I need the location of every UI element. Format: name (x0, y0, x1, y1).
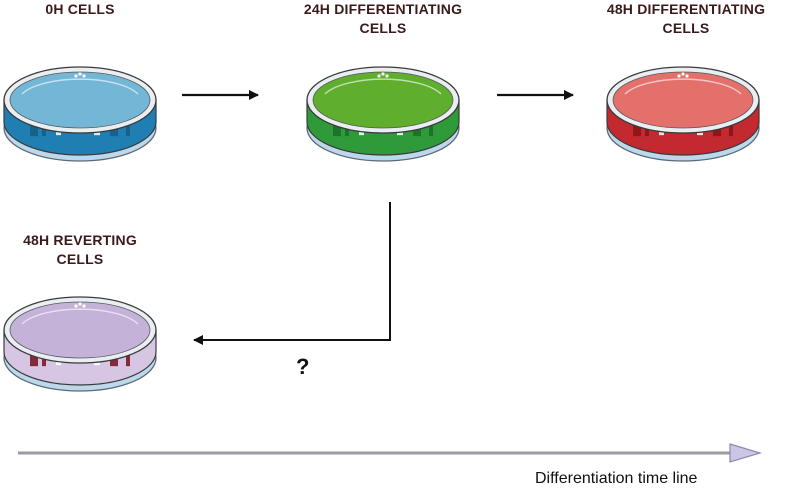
dish-stripe (429, 118, 433, 137)
dish-stripe (126, 118, 130, 137)
label-0h-cells: 0H CELLS (45, 1, 115, 17)
dish-bubble (74, 74, 78, 78)
dish-bubble (82, 74, 86, 78)
dish-medium (312, 71, 454, 129)
dish-bubble (74, 304, 78, 308)
dish-bubble (82, 304, 86, 308)
dish-gloss (21, 78, 139, 95)
dish-bubble (78, 302, 82, 306)
dish-stripe (30, 118, 38, 137)
arrow-24h-to-reverting (193, 202, 391, 345)
dish-stripe (30, 348, 38, 367)
dish-medium (612, 71, 754, 129)
dish-stripe (729, 118, 733, 137)
dish-gloss (21, 308, 139, 325)
label-24h-differentiating: 24H DIFFERENTIATING CELLS (303, 1, 463, 36)
petri-dish-48h-reverting (3, 296, 157, 392)
timeline-label: Differentiation time line (535, 470, 698, 487)
label-48h-differentiating: 48H DIFFERENTIATING CELLS (606, 1, 766, 36)
dish-gloss (324, 78, 442, 95)
dish-bubble (381, 72, 385, 76)
dish-bubble (677, 74, 681, 78)
dish-stripe (333, 118, 341, 137)
dish-bubble (377, 74, 381, 78)
petri-dish-48h-differentiating (606, 66, 760, 162)
label-48h-reverting: 48H REVERTING CELLS (23, 232, 137, 267)
dish-stripe (633, 118, 641, 137)
dish-bubble (78, 72, 82, 76)
dish-bubble (385, 74, 389, 78)
dish-stripe (126, 348, 130, 367)
dish-bubble (681, 72, 685, 76)
petri-dish-24h (306, 66, 460, 162)
question-mark: ? (296, 354, 310, 379)
dish-medium (9, 301, 151, 359)
timeline-arrow (18, 443, 763, 463)
petri-dish-0h (3, 66, 157, 162)
dish-bubble (685, 74, 689, 78)
dish-medium (9, 71, 151, 129)
dish-gloss (624, 78, 742, 95)
